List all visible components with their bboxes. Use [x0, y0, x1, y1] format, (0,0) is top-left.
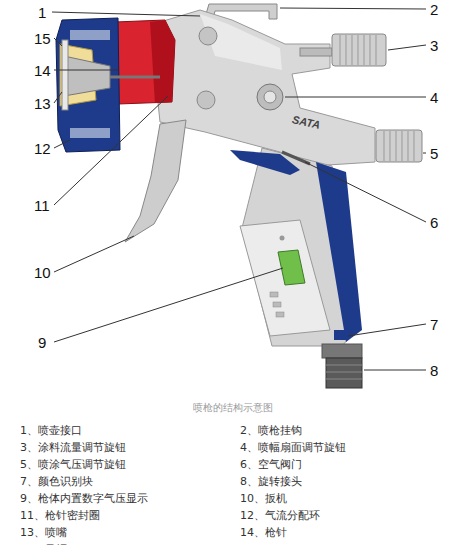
callout-number: 12 — [34, 140, 51, 158]
callout-number: 9 — [38, 334, 46, 352]
callout-number: 1 — [38, 4, 46, 22]
callout-number: 15 — [34, 30, 51, 48]
figure-caption: 喷枪的结构示意图 — [193, 402, 273, 414]
legend-item: 3、涂料流量调节旋钮 — [20, 441, 126, 454]
legend-item: 6、空气阀门 — [240, 458, 302, 471]
callout-number: 14 — [34, 62, 51, 80]
callout-number: 10 — [34, 264, 51, 282]
legend-item: 4、喷幅扇面调节旋钮 — [240, 441, 346, 454]
legend-item: 2、喷枪挂钩 — [240, 424, 302, 437]
legend-item: 8、旋转接头 — [240, 475, 302, 488]
legend-item: 15、风帽 — [20, 543, 67, 545]
legend-item: 14、枪针 — [240, 526, 287, 539]
legend-item: 13、喷嘴 — [20, 526, 67, 539]
legend-item: 10、扳机 — [240, 492, 287, 505]
callout-number: 2 — [430, 1, 438, 19]
callout-number: 3 — [430, 37, 438, 55]
callout-number: 8 — [430, 362, 438, 380]
callout-number: 4 — [430, 89, 438, 107]
callout-number: 13 — [34, 95, 51, 113]
callout-number: 7 — [430, 316, 438, 334]
legend-item: 1、喷壶接口 — [20, 424, 82, 437]
legend-item: 9、枪体内置数字气压显示 — [20, 492, 148, 505]
legend-item: 7、颜色识别块 — [20, 475, 93, 488]
legend-item: 5、喷涂气压调节旋钮 — [20, 458, 126, 471]
callout-number: 5 — [430, 145, 438, 163]
legend-item: 12、气流分配环 — [240, 509, 320, 522]
legend-item: 11、枪针密封圈 — [20, 509, 100, 522]
callout-number: 11 — [34, 197, 50, 215]
callout-number: 6 — [430, 214, 438, 232]
